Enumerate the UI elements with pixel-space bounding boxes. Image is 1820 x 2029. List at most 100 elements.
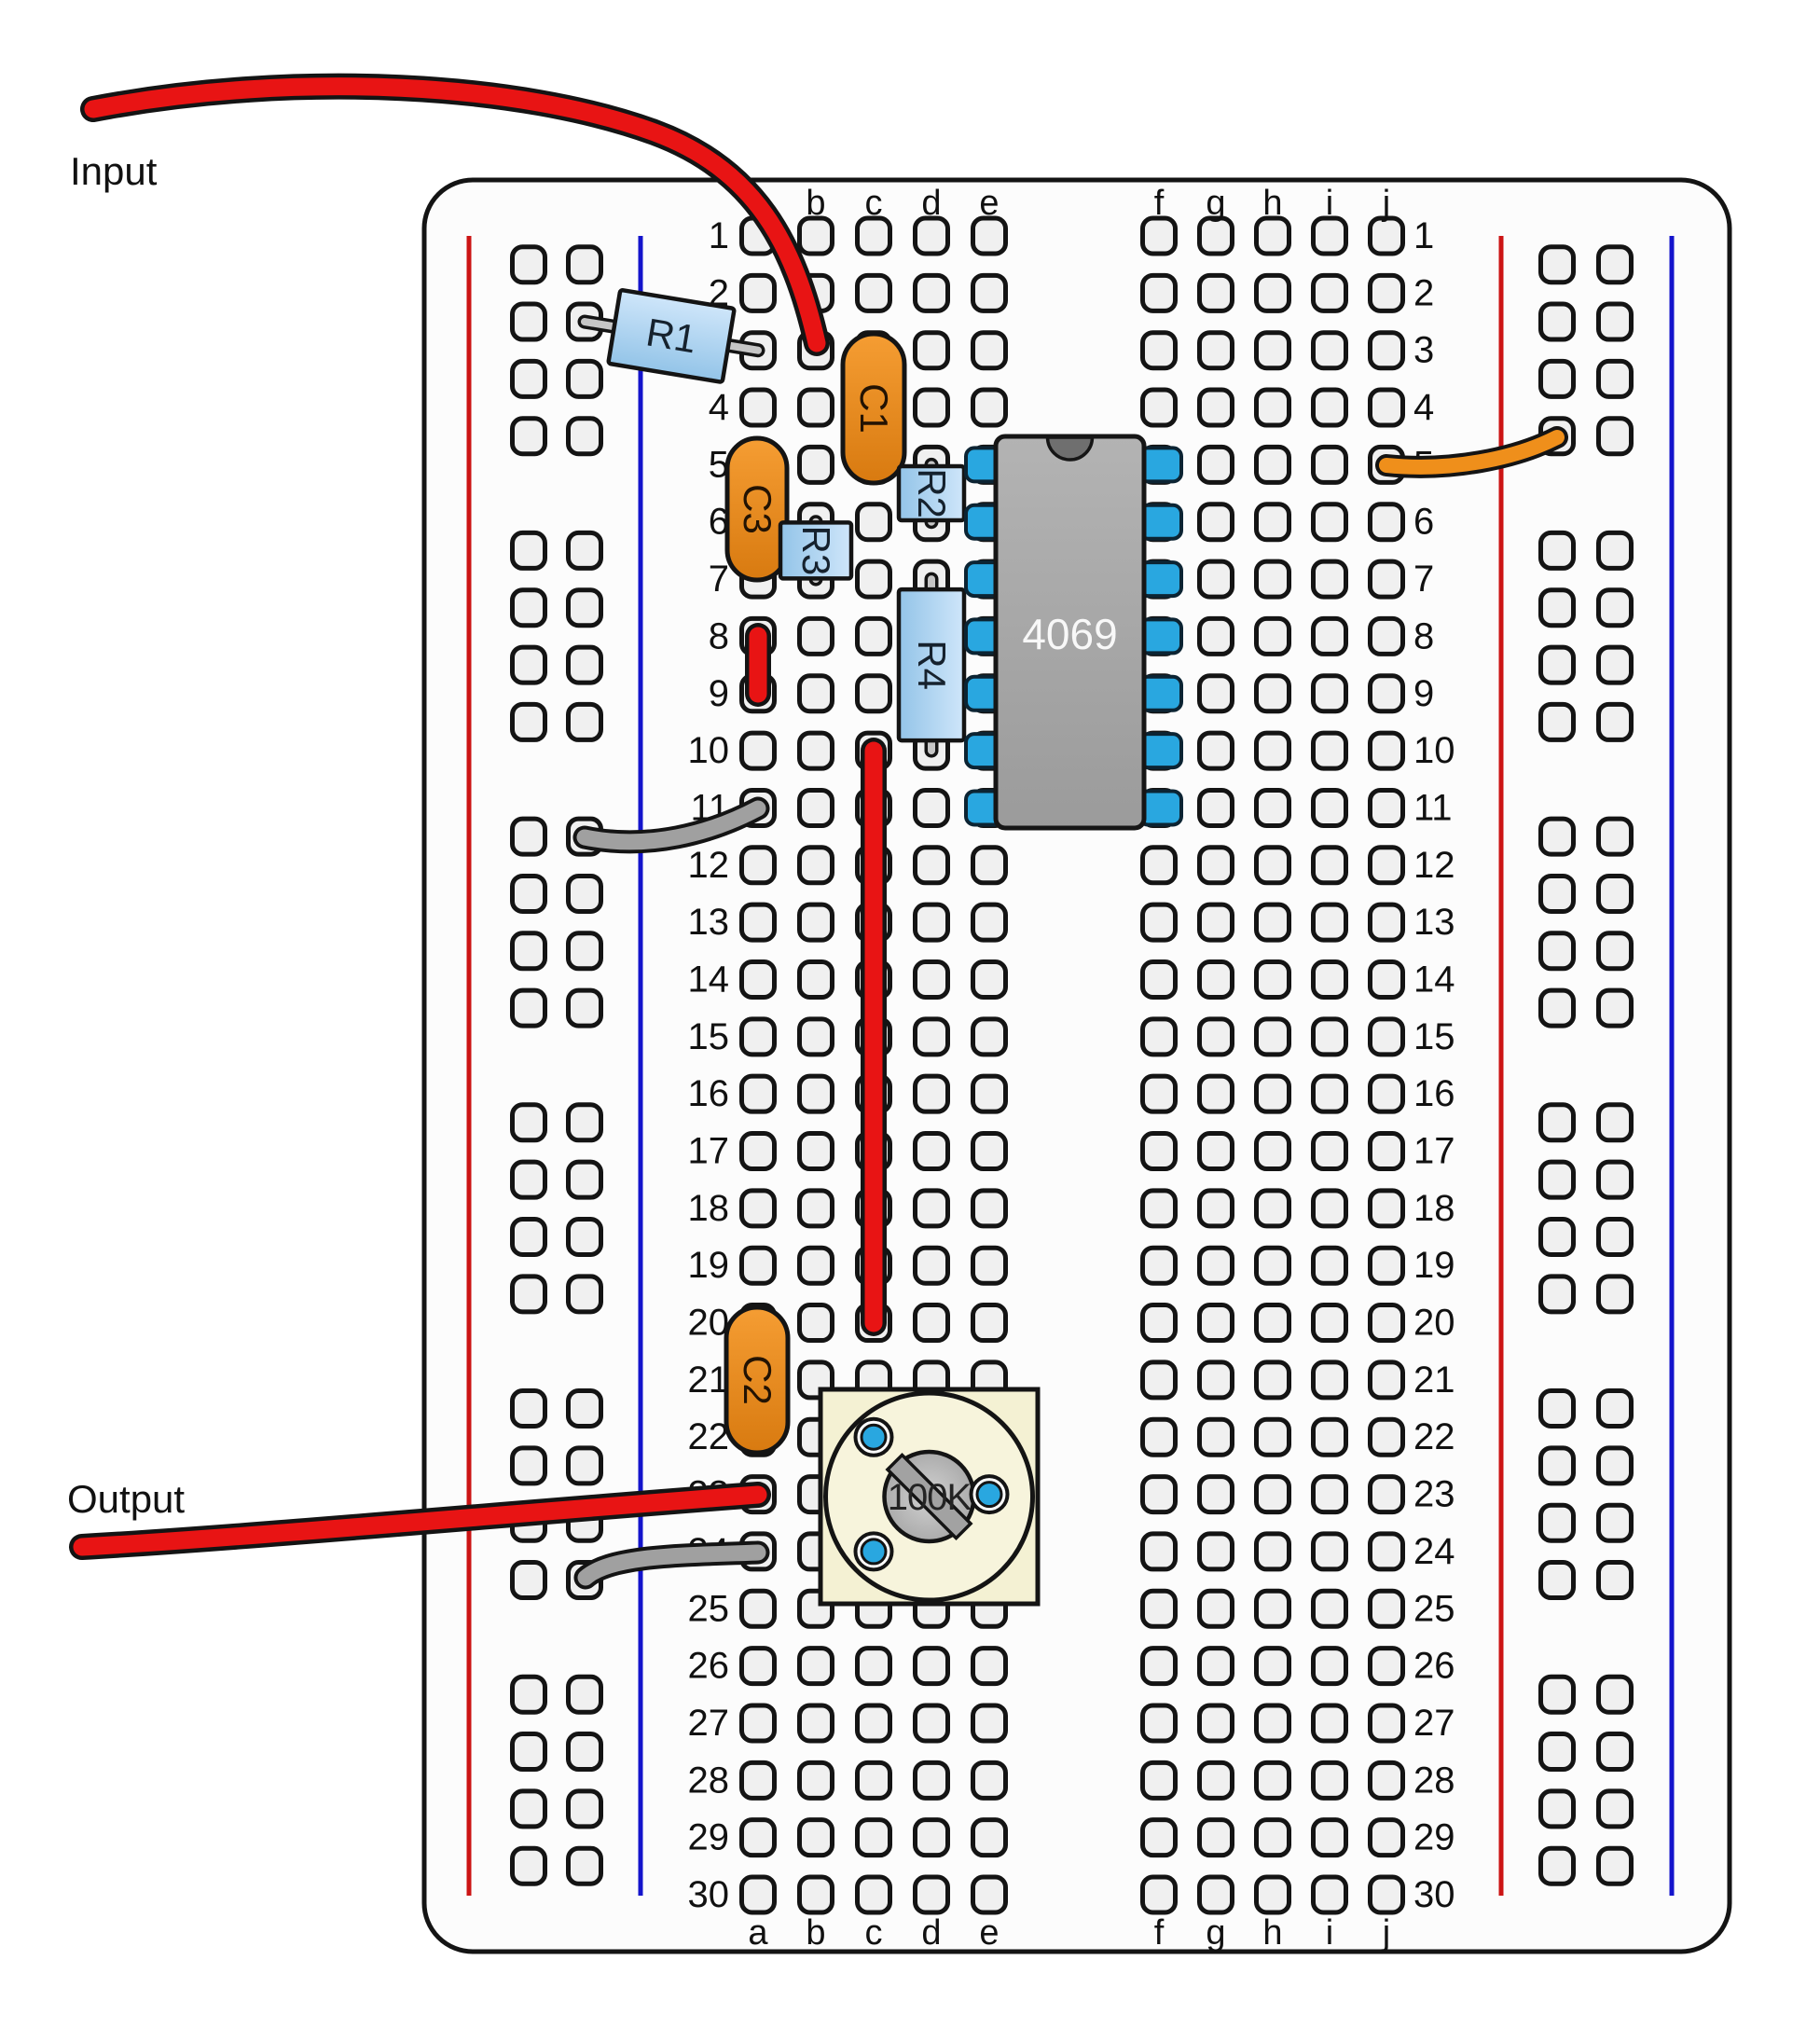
- breadboard-hole: [913, 1760, 950, 1801]
- row-number-left: 12: [688, 845, 730, 886]
- breadboard-hole: [566, 530, 603, 571]
- row-number-left: 14: [688, 959, 730, 1000]
- breadboard-hole: [1254, 1245, 1291, 1286]
- breadboard-hole: [913, 1016, 950, 1057]
- breadboard-hole: [1596, 1560, 1634, 1601]
- breadboard-hole: [510, 873, 547, 914]
- breadboard-hole: [1254, 387, 1291, 428]
- breadboard-hole: [1538, 1274, 1576, 1315]
- breadboard-hole: [1368, 787, 1405, 828]
- breadboard-hole: [1596, 358, 1634, 399]
- breadboard-hole: [1368, 215, 1405, 256]
- breadboard-hole: [1311, 272, 1348, 313]
- breadboard-hole: [510, 244, 547, 285]
- breadboard-hole: [1538, 1845, 1576, 1886]
- breadboard-hole: [1197, 559, 1234, 600]
- orange-wire-core: [1379, 430, 1565, 475]
- row-number-left: 15: [688, 1016, 730, 1057]
- breadboard-hole: [913, 959, 950, 1000]
- breadboard-hole: [1197, 1531, 1234, 1572]
- breadboard-hole: [1368, 1245, 1405, 1286]
- row-number-left: 16: [688, 1073, 730, 1114]
- breadboard-hole: [1368, 1874, 1405, 1915]
- breadboard-hole: [1197, 902, 1234, 943]
- breadboard-hole: [566, 873, 603, 914]
- gray-wire-row24-core: [577, 1544, 766, 1586]
- breadboard-hole: [855, 559, 892, 600]
- row-number-left: 1: [709, 215, 729, 256]
- left-power-rail: [466, 236, 643, 1896]
- breadboard-hole: [1254, 272, 1291, 313]
- row-number-right: 20: [1413, 1303, 1455, 1344]
- column-letter: j: [1382, 1913, 1390, 1953]
- breadboard-hole: [739, 1874, 777, 1915]
- breadboard-hole: [1254, 1646, 1291, 1687]
- breadboard-hole: [913, 787, 950, 828]
- breadboard-hole: [1596, 1216, 1634, 1257]
- breadboard-hole: [1140, 1131, 1178, 1172]
- breadboard-hole: [510, 1788, 547, 1829]
- breadboard-hole: [797, 673, 834, 714]
- breadboard-hole: [566, 1788, 603, 1829]
- breadboard-hole: [1368, 1188, 1405, 1229]
- breadboard-hole: [1538, 244, 1576, 285]
- breadboard-hole: [1254, 1188, 1291, 1229]
- row-number-right: 6: [1413, 502, 1434, 543]
- breadboard-hole: [1254, 1588, 1291, 1629]
- row-number-right: 10: [1413, 730, 1455, 771]
- breadboard-hole: [1596, 1274, 1634, 1315]
- breadboard-hole: [1538, 873, 1576, 914]
- breadboard-hole: [1254, 559, 1291, 600]
- row-number-right: 12: [1413, 845, 1455, 886]
- breadboard-hole: [1254, 1874, 1291, 1915]
- breadboard-hole: [1140, 1817, 1178, 1858]
- breadboard-hole: [855, 1817, 892, 1858]
- breadboard-hole: [1311, 444, 1348, 485]
- row-number-left: 30: [688, 1874, 730, 1915]
- breadboard-hole: [1368, 1646, 1405, 1687]
- breadboard-hole: [913, 1245, 950, 1286]
- breadboard-hole: [1538, 587, 1576, 628]
- breadboard-hole: [1254, 1303, 1291, 1344]
- gray-wire-row11-core: [576, 800, 766, 850]
- breadboard-hole: [1197, 1474, 1234, 1515]
- breadboard-hole: [739, 959, 777, 1000]
- breadboard-hole: [1538, 1560, 1576, 1601]
- row-number-right: 19: [1413, 1245, 1455, 1286]
- breadboard-hole: [1368, 1360, 1405, 1401]
- resistor-body: [778, 520, 854, 581]
- column-letter: a: [748, 1913, 768, 1953]
- breadboard-hole: [510, 1159, 547, 1200]
- breadboard-hole: [797, 730, 834, 771]
- row-number-right: 24: [1413, 1531, 1455, 1572]
- breadboard-hole: [797, 615, 834, 656]
- breadboard-hole: [971, 1245, 1008, 1286]
- breadboard-hole: [1197, 615, 1234, 656]
- breadboard-hole: [1197, 1874, 1234, 1915]
- breadboard-hole: [1254, 1131, 1291, 1172]
- breadboard-hole: [1596, 816, 1634, 857]
- breadboard-hole: [510, 301, 547, 342]
- breadboard-hole: [1254, 730, 1291, 771]
- breadboard-hole: [1368, 1073, 1405, 1114]
- row-number-right: 9: [1413, 673, 1434, 714]
- breadboard-hole: [566, 1274, 603, 1315]
- breadboard-hole: [971, 387, 1008, 428]
- row-number-right: 26: [1413, 1646, 1455, 1687]
- breadboard-hole: [1140, 1760, 1178, 1801]
- breadboard-hole: [510, 1274, 547, 1315]
- resistor-body: [896, 587, 967, 743]
- component-label: C3: [736, 484, 779, 534]
- breadboard-hole: [1197, 1131, 1234, 1172]
- breadboard-hole: [797, 444, 834, 485]
- breadboard-hole: [1596, 301, 1634, 342]
- breadboard-hole: [797, 959, 834, 1000]
- column-letter: e: [979, 184, 999, 223]
- component-label: C1: [852, 383, 896, 434]
- breadboard-hole: [739, 272, 777, 313]
- breadboard-hole: [1140, 1646, 1178, 1687]
- breadboard-hole: [1140, 1073, 1178, 1114]
- breadboard-hole: [1311, 330, 1348, 371]
- gray-wire-row11: [572, 796, 770, 854]
- pot-screw-slot: [885, 1452, 973, 1541]
